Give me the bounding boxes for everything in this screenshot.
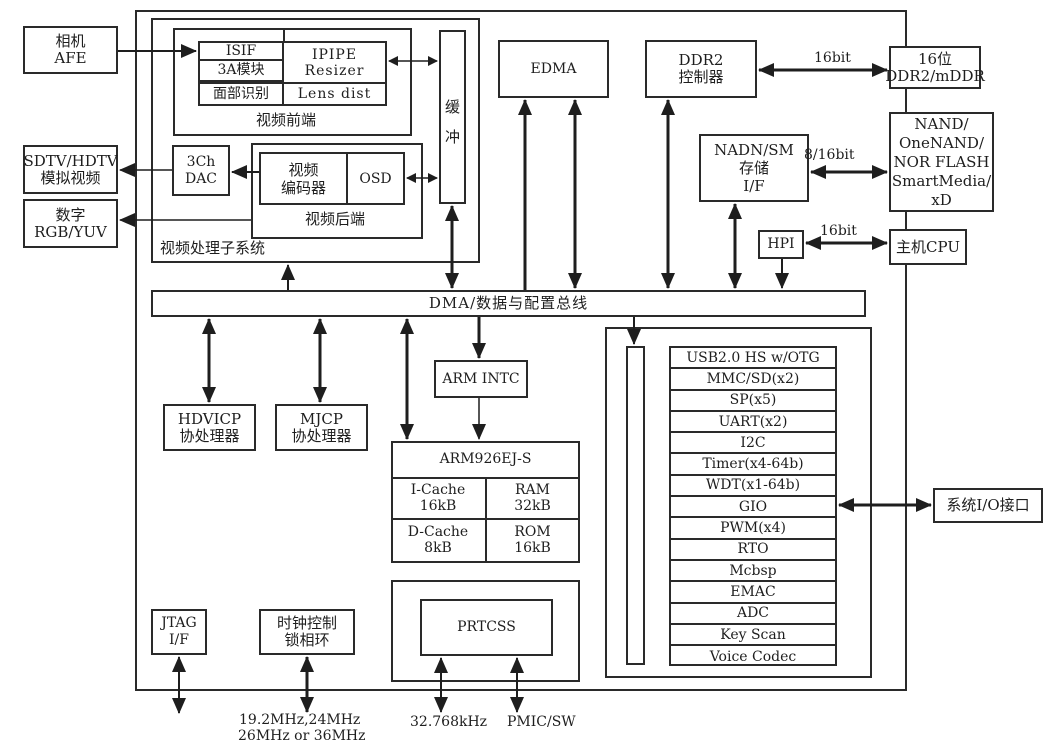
clock-frequency-label-2: 26MHz or 36MHz bbox=[238, 728, 366, 744]
ddr2-memory-block: 16位 DDR2/mDDR bbox=[885, 46, 985, 89]
video-encoder-cell: 视频 编码器 bbox=[259, 152, 348, 205]
peripheral-item: ADC bbox=[671, 604, 835, 625]
peripheral-item: EMAC bbox=[671, 582, 835, 604]
dma-data-config-bus: DMA/数据与配置总线 bbox=[151, 290, 866, 317]
nand-width-label: 8/16bit bbox=[804, 147, 855, 163]
rtc-frequency-label: 32.768kHz bbox=[410, 714, 488, 730]
nand-sm-interface-block: NADN/SM 存储 I/F bbox=[699, 134, 809, 202]
ddr-width-label: 16bit bbox=[814, 50, 851, 66]
peripheral-item: RTO bbox=[671, 540, 835, 561]
edma-block: EDMA bbox=[498, 40, 609, 98]
hpi-block: HPI bbox=[758, 230, 804, 259]
video-subsystem-frame bbox=[151, 18, 480, 263]
face-detect-cell: 面部识别 bbox=[198, 82, 284, 106]
isif-cell: ISIF bbox=[198, 41, 284, 61]
prtcss-outer-frame bbox=[391, 580, 580, 682]
nand-flash-block: NAND/ OneNAND/ NOR FLASH SmartMedia/ xD bbox=[889, 112, 994, 212]
host-cpu-block: 主机CPU bbox=[889, 229, 967, 265]
hpi-width-label: 16bit bbox=[820, 223, 857, 239]
video-front-end-frame bbox=[173, 28, 412, 136]
video-back-end-title: 视频后端 bbox=[305, 210, 366, 228]
video-back-end-frame bbox=[251, 143, 423, 239]
buffer-block: 缓 冲 bbox=[439, 30, 466, 204]
arm-intc-block: ARM INTC bbox=[434, 360, 528, 398]
peripheral-item: WDT(x1-64b) bbox=[671, 476, 835, 498]
peripheral-bus-bar bbox=[626, 346, 645, 665]
peripheral-item: Voice Codec bbox=[709, 648, 797, 665]
system-io-block: 系统I/O接口 bbox=[933, 488, 1043, 523]
camera-afe-block: 相机 AFE bbox=[23, 26, 118, 74]
peripheral-item: PWM(x4) bbox=[671, 518, 835, 540]
dac-block: 3Ch DAC bbox=[172, 145, 230, 196]
mjcp-block: MJCP 协处理器 bbox=[275, 404, 368, 451]
pmic-label: PMIC/SW bbox=[507, 714, 576, 730]
clock-frequency-label-1: 19.2MHz,24MHz bbox=[239, 712, 361, 728]
peripheral-item: USB2.0 HS w/OTG bbox=[671, 348, 835, 370]
front-end-top-divider bbox=[283, 28, 285, 42]
ipipe-resizer-cell: IPIPE Resizer bbox=[282, 41, 387, 84]
a3-module-cell: 3A模块 bbox=[198, 59, 284, 82]
peripheral-item: Timer(x4-64b) bbox=[671, 454, 835, 476]
peripheral-item: Key Scan bbox=[671, 625, 835, 647]
arm926-block bbox=[391, 441, 580, 563]
digital-rgb-yuv-block: 数字 RGB/YUV bbox=[23, 199, 118, 248]
peripheral-item: GIO bbox=[671, 497, 835, 519]
sdtv-hdtv-block: SDTV/HDTV 模拟视频 bbox=[23, 145, 118, 194]
lens-dist-cell: Lens dist bbox=[282, 82, 387, 106]
peripheral-item: SP(x5) bbox=[671, 391, 835, 412]
peripheral-item: MMC/SD(x2) bbox=[671, 369, 835, 391]
peripheral-item: I2C bbox=[671, 433, 835, 455]
hdvicp-block: HDVICP 协处理器 bbox=[163, 404, 256, 451]
osd-cell: OSD bbox=[346, 152, 405, 205]
ddr2-controller-block: DDR2 控制器 bbox=[645, 40, 757, 98]
video-front-end-title: 视频前端 bbox=[256, 111, 317, 129]
peripheral-item: UART(x2) bbox=[671, 412, 835, 434]
arm926-title: ARM926EJ-S bbox=[391, 441, 580, 479]
prtcss-block: PRTCSS bbox=[420, 599, 553, 656]
video-subsystem-title: 视频处理子系统 bbox=[160, 239, 266, 257]
peripheral-item: Mcbsp bbox=[671, 561, 835, 583]
clock-pll-block: 时钟控制锁相环 bbox=[259, 609, 355, 655]
